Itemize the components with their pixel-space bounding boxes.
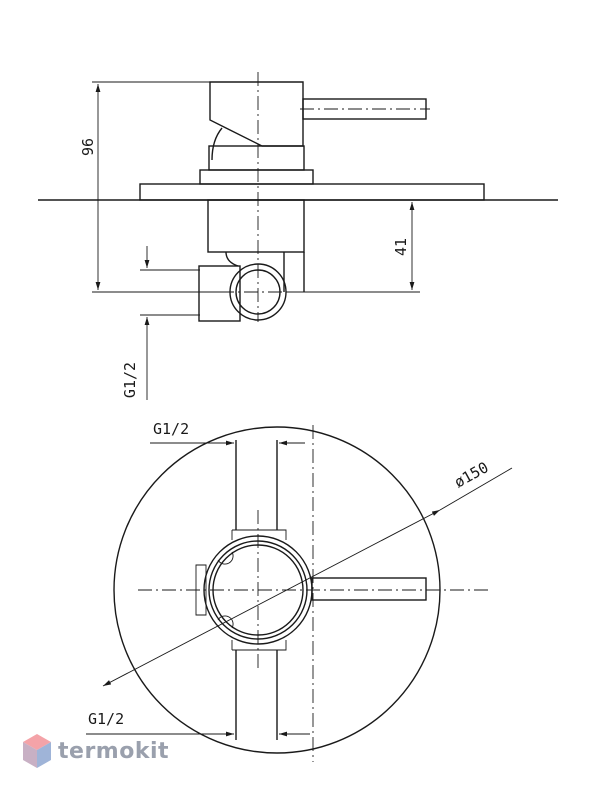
dim-96-label: 96	[79, 138, 97, 156]
watermark-logo: termokit	[22, 733, 169, 769]
g12-bottom-label: G1/2	[88, 710, 124, 728]
diameter-leader	[439, 467, 513, 511]
g12-top-label: G1/2	[153, 420, 189, 438]
front-view: G1/2 G1/2 ø150	[86, 420, 513, 762]
diameter-line	[102, 509, 441, 687]
concealed-body	[207, 199, 305, 253]
front-handle	[311, 577, 427, 601]
inlet-curve	[225, 251, 239, 267]
concealed-outlet	[283, 252, 305, 292]
body-base	[199, 169, 314, 185]
cover-plate	[139, 183, 485, 201]
watermark-brand-text: termokit	[58, 738, 170, 764]
dim-41-label: 41	[392, 238, 410, 256]
pipe-channel-top	[235, 440, 278, 530]
lever-neck	[211, 127, 223, 161]
pipe-channel-bottom	[235, 650, 278, 740]
side-view: 96 41 G1/2	[38, 72, 558, 400]
body-collar	[208, 145, 305, 171]
lever-head	[209, 81, 304, 147]
side-inlet	[198, 265, 241, 322]
termokit-logo-icon	[23, 734, 51, 768]
diameter-label: ø150	[451, 458, 491, 491]
g12-side-label: G1/2	[121, 362, 139, 398]
